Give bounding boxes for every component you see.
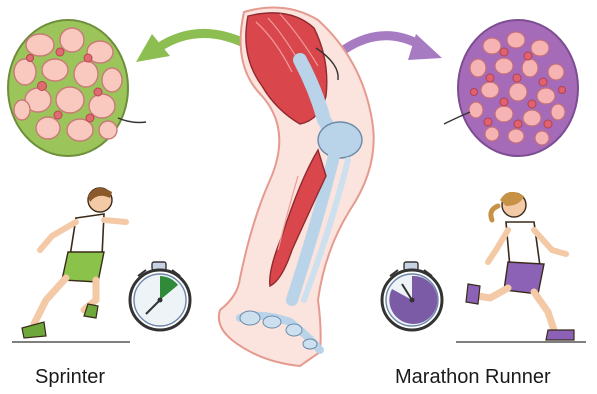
arrow-to-slow-twitch [338, 34, 442, 60]
arrow-to-fast-twitch [136, 33, 250, 62]
slow-twitch-fiber-icon [444, 20, 578, 156]
sprinter-label: Sprinter [35, 365, 105, 389]
marathon-runner-label: Marathon Runner [395, 365, 551, 389]
stopwatch-icon [130, 262, 190, 330]
marathon-runner-figure-icon [456, 192, 586, 342]
stopwatch-icon [382, 262, 442, 330]
leg-anatomy-icon [219, 8, 374, 367]
sprinter-figure-icon [12, 188, 130, 342]
fast-twitch-fiber-icon [8, 20, 146, 156]
